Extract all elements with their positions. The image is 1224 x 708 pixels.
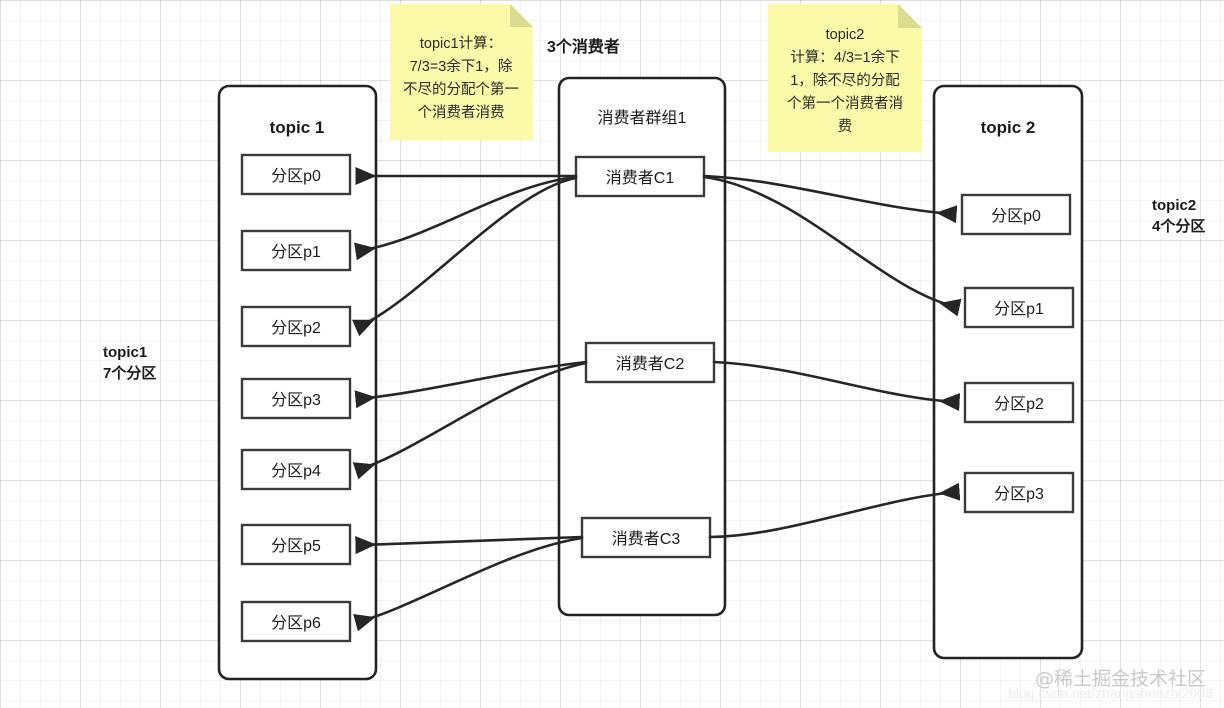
consumer-c3[interactable] — [580, 516, 712, 559]
consumers-count-label: 3个消费者 — [547, 37, 620, 56]
note-topic1-line-3: 个消费者消费 — [418, 104, 505, 121]
topic2-partition-0-label: 分区p0 — [991, 207, 1041, 225]
note-topic1-line-1: 7/3=3余下1，除 — [410, 57, 513, 75]
consumer-c1[interactable] — [574, 155, 706, 198]
note-topic1-line-2: 不尽的分配个第一 — [403, 80, 519, 98]
topic2-container — [932, 84, 1084, 660]
topic1-title: topic 1 — [270, 118, 325, 137]
topic1-partition-4[interactable] — [240, 448, 352, 491]
topic2-partition-3[interactable] — [963, 471, 1075, 514]
edge-c1-topic2-p0 — [702, 174, 958, 224]
consumer-c2-label: 消费者C2 — [616, 355, 685, 373]
note-topic2-line-2: 1，除不尽的分配 — [790, 72, 900, 89]
edge-c3-topic1-p6 — [353, 536, 584, 632]
edge-c3-topic1-p5 — [355, 535, 584, 555]
topic1-side-label-line-0: topic1 — [103, 344, 147, 361]
topic1-partition-2-label: 分区p2 — [271, 319, 321, 337]
topic2-side-label-line-0: topic2 — [1152, 197, 1196, 214]
note-topic2-line-3: 个第一个消费者消 — [787, 94, 903, 112]
note-topic2-line-0: topic2 — [826, 27, 865, 43]
sticky-note-topic2: topic2 计算：4/3=1余下 1，除不尽的分配 个第一个消费者消 费 — [768, 4, 922, 152]
topic1-partition-3[interactable] — [240, 377, 352, 420]
topic1-partition-1-label: 分区p1 — [271, 243, 321, 261]
consumer-c2[interactable] — [584, 341, 716, 384]
edge-c1-topic1-p2 — [352, 176, 578, 337]
topic1-partition-4-label: 分区p4 — [271, 462, 321, 480]
note-topic2-line-1: 计算：4/3=1余下 — [790, 48, 899, 66]
topic2-title: topic 2 — [981, 118, 1036, 137]
topic2-partition-0[interactable] — [960, 193, 1072, 236]
topic1-partition-1[interactable] — [240, 229, 352, 272]
topic2-partition-2[interactable] — [963, 381, 1075, 424]
topic2-partition-1[interactable] — [963, 286, 1075, 329]
topic2-partition-2-label: 分区p2 — [994, 395, 1044, 413]
consumer-c1-label: 消费者C1 — [606, 169, 675, 187]
note-topic2-line-4: 费 — [838, 118, 853, 135]
edge-c1-topic2-p1 — [702, 175, 962, 317]
consumer-group-title: 消费者群组1 — [598, 109, 687, 127]
topic2-partition-1-label: 分区p1 — [994, 300, 1044, 318]
note-topic1-line-0: topic1计算： — [420, 35, 502, 52]
topic1-partition-2[interactable] — [240, 305, 352, 348]
topic1-partition-3-label: 分区p3 — [271, 391, 321, 409]
edge-c1-topic1-p1 — [354, 175, 578, 261]
edge-c2-topic1-p4 — [352, 361, 588, 480]
topic1-side-label-line-1: 7个分区 — [103, 364, 156, 382]
edge-c2-topic1-p3 — [354, 360, 588, 409]
topic1-partition-6-label: 分区p6 — [271, 614, 321, 632]
watermark-url: blog.csdn.net/zhangshenzhi2008 — [1008, 685, 1213, 701]
topic1-partition-0-label: 分区p0 — [271, 167, 321, 185]
sticky-note-topic1: topic1计算： 7/3=3余下1，除 不尽的分配个第一 个消费者消费 — [390, 4, 533, 140]
topic1-partition-5[interactable] — [240, 523, 352, 566]
consumer-c3-label: 消费者C3 — [612, 530, 681, 548]
edge-c2-topic2-p2 — [712, 360, 961, 412]
topic1-partition-0[interactable] — [240, 153, 352, 196]
watermark-text: @稀土掘金技术社区 — [1035, 668, 1206, 690]
topic2-side-label-line-1: 4个分区 — [1152, 217, 1205, 235]
topic1-partition-6[interactable] — [240, 600, 352, 643]
edge-c3-topic2-p3 — [708, 482, 961, 539]
topic1-partition-5-label: 分区p5 — [271, 537, 321, 555]
topic2-partition-3-label: 分区p3 — [994, 485, 1044, 503]
